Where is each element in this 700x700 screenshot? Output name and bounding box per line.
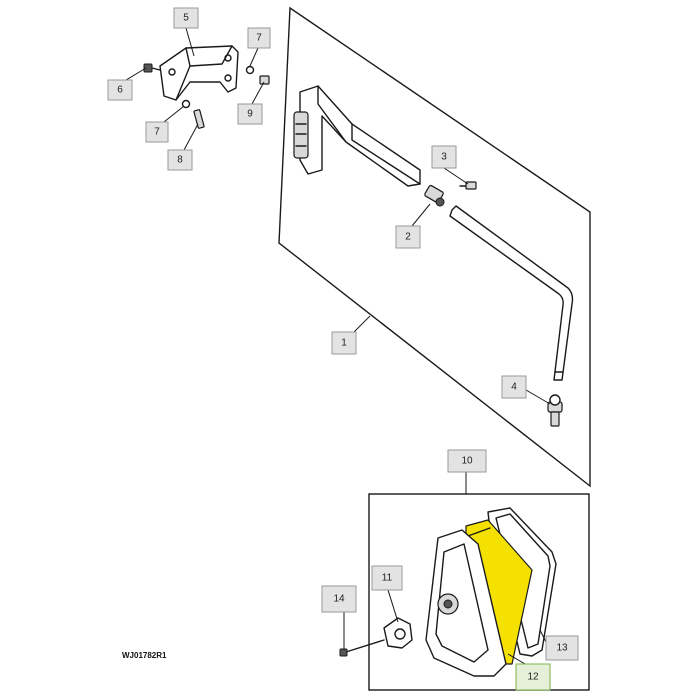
mirror-arm-assembly-frame — [278, 6, 591, 488]
svg-text:5: 5 — [183, 13, 189, 24]
callout-12[interactable]: 12 — [515, 663, 551, 691]
callout-13[interactable]: 13 — [545, 635, 579, 661]
clamp-nut — [424, 184, 445, 207]
callout-3[interactable]: 3 — [431, 145, 457, 169]
bolt-8 — [193, 109, 205, 129]
grease-fitting — [547, 394, 563, 427]
svg-text:14: 14 — [333, 594, 345, 605]
mirror-rod — [449, 205, 574, 381]
callout-7a[interactable]: 7 — [247, 27, 271, 49]
svg-text:4: 4 — [511, 382, 517, 393]
callout-6[interactable]: 6 — [107, 79, 133, 101]
callout-11[interactable]: 11 — [371, 565, 403, 591]
svg-text:7: 7 — [154, 127, 160, 138]
callout-2[interactable]: 2 — [395, 225, 421, 249]
mirror-clip — [383, 617, 413, 649]
svg-text:12: 12 — [527, 672, 539, 683]
clip-screw — [339, 639, 385, 657]
mirror-head-frame — [368, 493, 590, 691]
bracket-bolt-6 — [143, 63, 161, 73]
washer-7a — [245, 65, 255, 75]
callout-9[interactable]: 9 — [237, 103, 263, 125]
callout-10[interactable]: 10 — [447, 449, 487, 473]
callout-4[interactable]: 4 — [501, 375, 527, 399]
mirror-back-shell — [425, 529, 507, 677]
mounting-bracket — [159, 45, 239, 101]
reference-code: WJ01782R1 — [122, 651, 167, 660]
callout-7b[interactable]: 7 — [145, 121, 169, 143]
svg-text:13: 13 — [556, 643, 568, 654]
svg-text:11: 11 — [382, 573, 393, 584]
washer-7b — [181, 99, 191, 109]
callout-1[interactable]: 1 — [331, 331, 357, 355]
svg-text:8: 8 — [177, 155, 183, 166]
svg-text:2: 2 — [405, 232, 411, 243]
callout-8[interactable]: 8 — [167, 149, 193, 171]
svg-text:9: 9 — [247, 109, 253, 120]
svg-text:10: 10 — [461, 456, 473, 467]
svg-text:3: 3 — [441, 152, 447, 163]
callout-14[interactable]: 14 — [321, 585, 357, 613]
mirror-arm — [293, 85, 421, 187]
leader-lines — [125, 27, 551, 669]
nut-9 — [259, 75, 270, 85]
svg-text:7: 7 — [256, 33, 262, 44]
clamp-screw — [459, 181, 477, 190]
callout-5[interactable]: 5 — [173, 7, 199, 29]
svg-text:1: 1 — [341, 338, 347, 349]
svg-text:6: 6 — [117, 85, 123, 96]
